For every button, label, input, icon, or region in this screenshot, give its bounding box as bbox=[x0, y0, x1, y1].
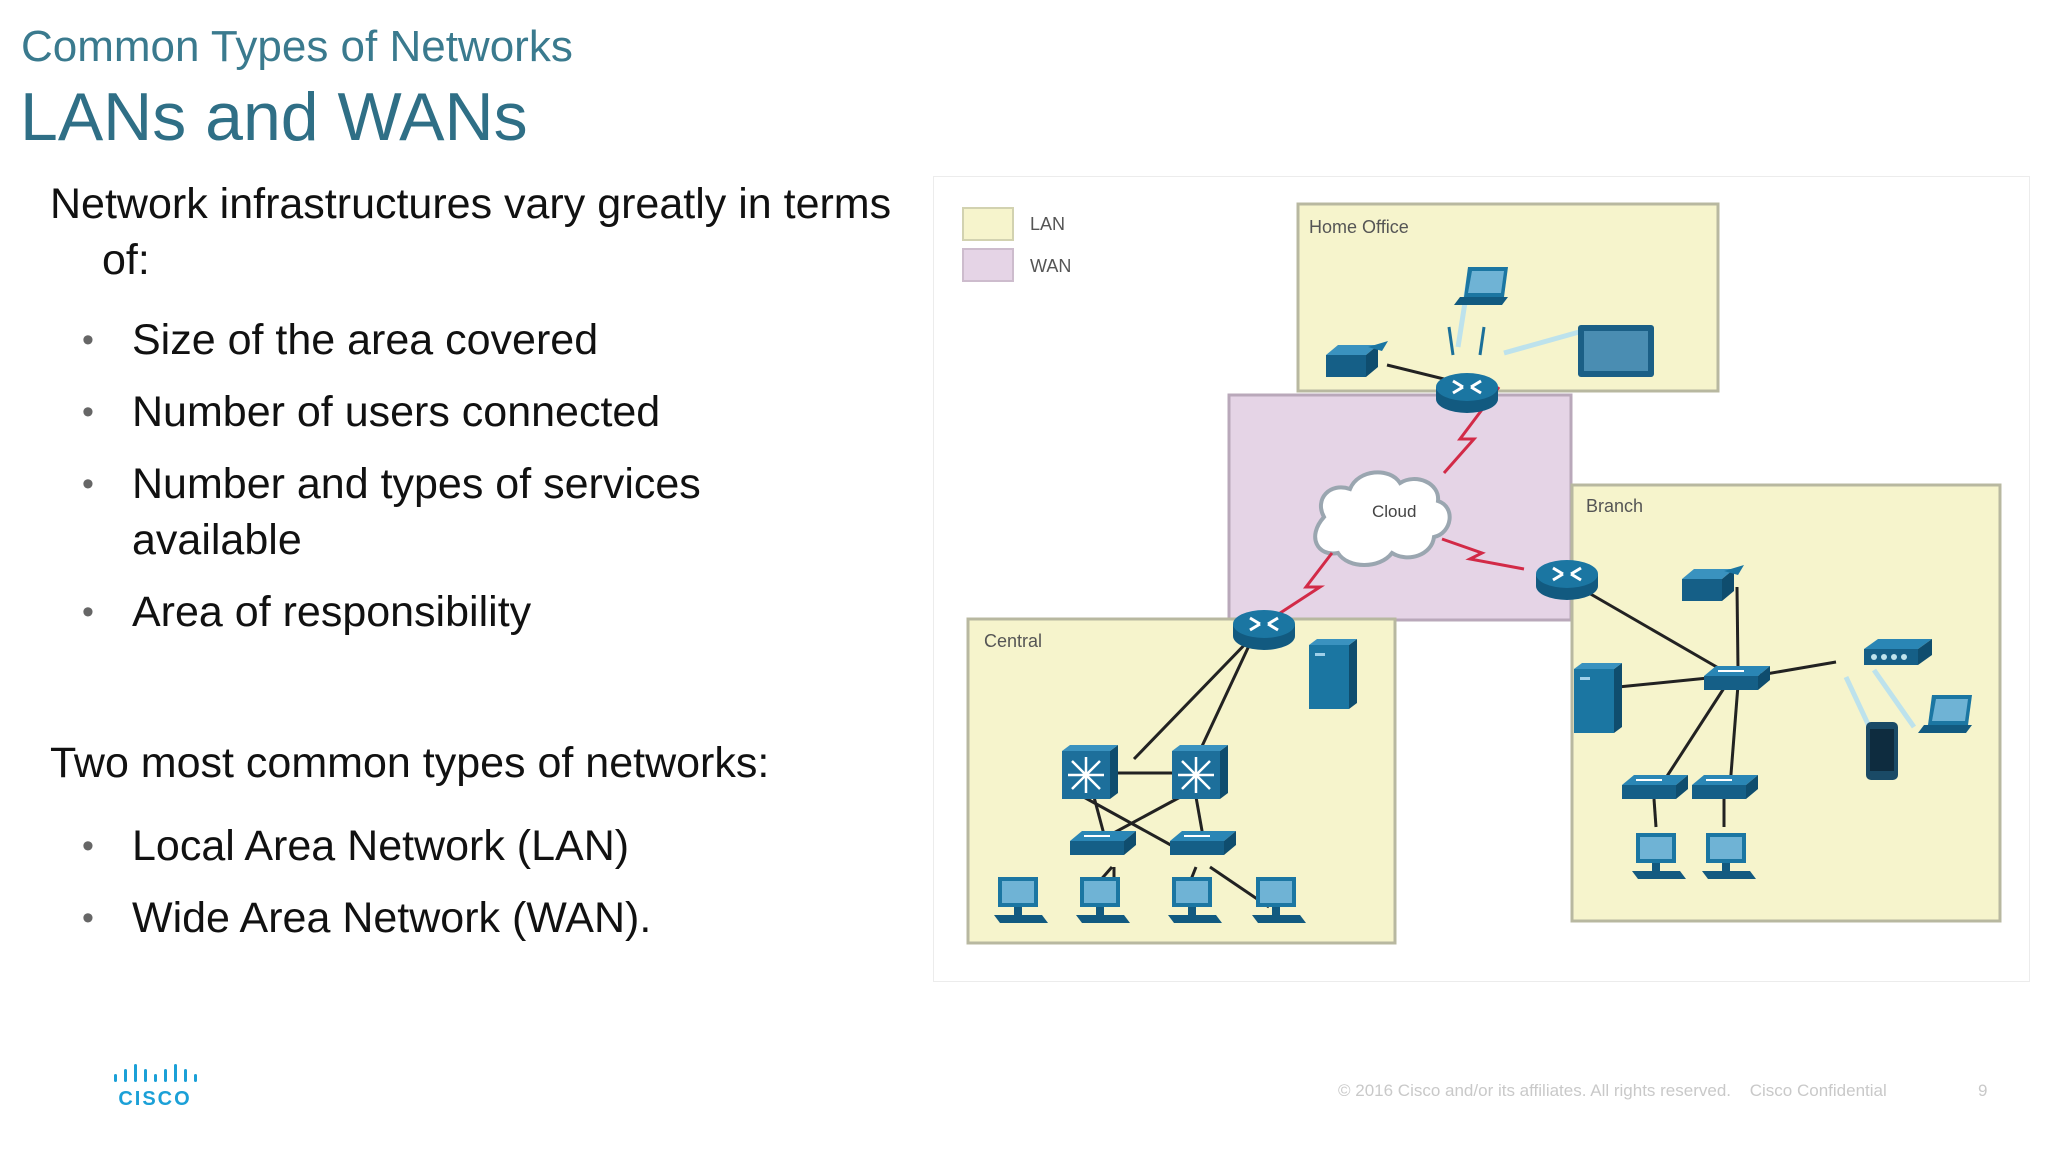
slide-subtitle: Common Types of Networks bbox=[21, 22, 573, 71]
home-office-label: Home Office bbox=[1309, 217, 1409, 237]
switch-icon bbox=[1703, 665, 1771, 691]
cisco-logo: CISCO bbox=[112, 1062, 198, 1110]
wireless-ap-icon bbox=[1864, 639, 1932, 665]
central-router-icon bbox=[1231, 608, 1297, 652]
legend-lan-label: LAN bbox=[1030, 214, 1065, 234]
wireless-router-icon bbox=[1434, 371, 1500, 415]
intro-text: Network infrastructures vary greatly in … bbox=[50, 180, 892, 284]
multilayer-switch-icon bbox=[1170, 743, 1230, 801]
network-types-list: Local Area Network (LAN) Wide Area Netwo… bbox=[82, 818, 802, 962]
server-icon bbox=[1309, 639, 1357, 709]
footer-copyright: © 2016 Cisco and/or its affiliates. All … bbox=[1338, 1081, 1901, 1101]
multilayer-switch-icon bbox=[1060, 743, 1120, 801]
switch-icon bbox=[1069, 830, 1137, 856]
list-item: Area of responsibility bbox=[82, 584, 802, 640]
cloud-label: Cloud bbox=[1372, 502, 1416, 521]
list-item: Number and types of services available bbox=[82, 456, 802, 568]
wan-link-central bbox=[1273, 552, 1334, 619]
network-diagram-svg: LAN WAN Home Office Branch Central Cloud bbox=[962, 202, 2002, 945]
intro-text-2: Two most common types of networks: bbox=[50, 739, 770, 787]
copyright-text: © 2016 Cisco and/or its affiliates. All … bbox=[1338, 1081, 1732, 1100]
ip-phone-icon bbox=[1621, 774, 1689, 800]
slide-title: LANs and WANs bbox=[20, 79, 528, 155]
legend-lan-swatch bbox=[962, 207, 1014, 241]
network-diagram: LAN WAN Home Office Branch Central Cloud bbox=[933, 176, 2030, 982]
list-item: Number of users connected bbox=[82, 384, 802, 440]
page-number: 9 bbox=[1978, 1081, 1988, 1100]
legend-wan-swatch bbox=[962, 248, 1014, 282]
central-label: Central bbox=[984, 631, 1042, 651]
branch-router-icon bbox=[1534, 558, 1600, 602]
server-icon bbox=[1574, 663, 1622, 733]
wan-link-branch bbox=[1441, 537, 1525, 571]
ip-phone-icon bbox=[1691, 774, 1759, 800]
switch-icon bbox=[1169, 830, 1237, 856]
branch-label: Branch bbox=[1586, 496, 1643, 516]
smartphone-icon bbox=[1866, 722, 1898, 780]
list-item: Local Area Network (LAN) bbox=[82, 818, 802, 874]
list-item: Size of the area covered bbox=[82, 312, 802, 368]
wan-link-home bbox=[1442, 386, 1501, 474]
confidential-text: Cisco Confidential bbox=[1749, 1081, 1887, 1100]
legend-wan-label: WAN bbox=[1030, 256, 1071, 276]
svg-text:CISCO: CISCO bbox=[118, 1088, 191, 1108]
tablet-icon bbox=[1578, 325, 1654, 377]
infrastructure-list: Size of the area covered Number of users… bbox=[82, 312, 802, 656]
list-item: Wide Area Network (WAN). bbox=[82, 890, 802, 946]
cisco-logo-icon: CISCO bbox=[114, 1064, 197, 1110]
cloud-icon bbox=[1313, 470, 1452, 567]
